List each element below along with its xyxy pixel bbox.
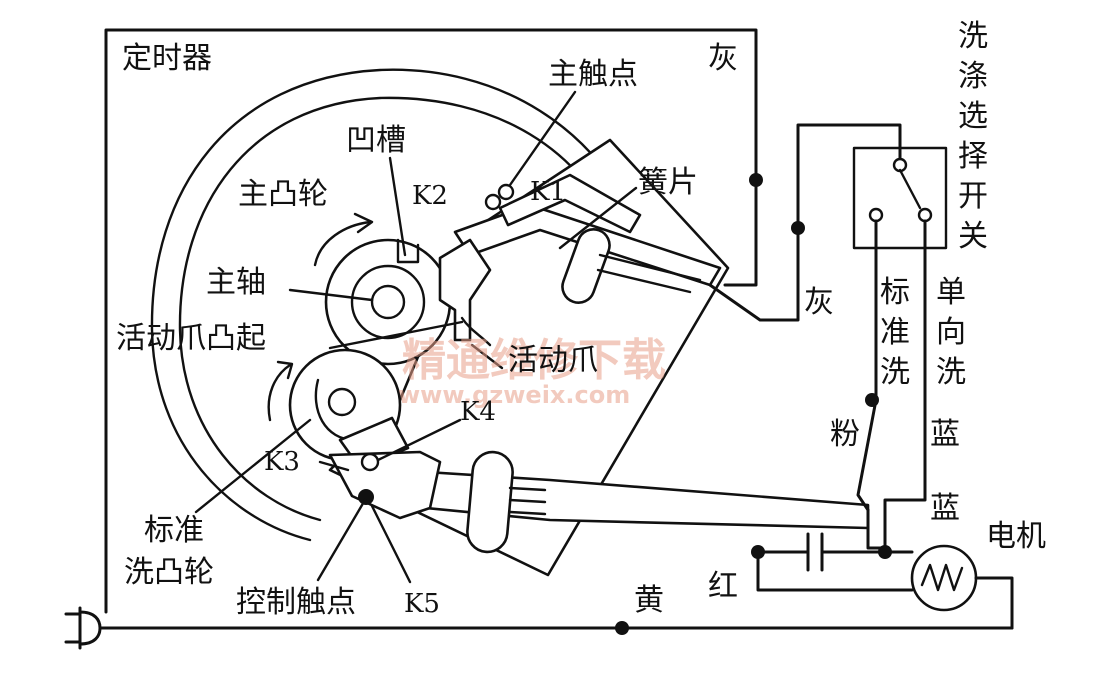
label-control-contact: 控制触点 <box>236 585 356 620</box>
wire-gray-top <box>723 178 758 287</box>
label-k3: K3 <box>264 447 300 477</box>
label-red: 红 <box>708 569 738 604</box>
leader-k3 <box>318 460 350 472</box>
std-wash-cam-center <box>327 387 357 417</box>
switch-oneway-terminal <box>917 207 933 223</box>
timer-housing <box>104 28 758 614</box>
one-way-wash-char: 单 <box>936 275 966 310</box>
leader-k4 <box>376 418 462 462</box>
wash-switch-char: 择 <box>958 139 988 174</box>
main-cam-groove <box>396 238 420 264</box>
claw-bump <box>460 316 492 347</box>
label-pink: 粉 <box>830 417 860 452</box>
wire-red <box>756 550 914 592</box>
label-std-cam-line2: 洗凸轮 <box>124 555 214 590</box>
label-std-cam-line1: 标准 <box>144 513 204 548</box>
main-cam-mid <box>350 264 426 340</box>
wash-switch-char: 洗 <box>958 19 988 54</box>
control-contact-block <box>328 450 442 520</box>
wash-switch-char: 关 <box>958 219 988 254</box>
label-reed: 簧片 <box>638 165 698 200</box>
k2-contact <box>484 193 502 211</box>
power-plug-icon <box>64 606 108 650</box>
label-k2: K2 <box>412 181 448 211</box>
leader-main-contact <box>508 90 577 187</box>
label-main-cam: 主凸轮 <box>238 177 328 212</box>
wire-motor-right <box>974 576 1014 630</box>
leader-movable-claw <box>470 343 504 370</box>
label-motor: 电机 <box>986 519 1046 554</box>
leader-main-shaft <box>288 288 374 302</box>
main-shaft <box>370 284 406 320</box>
timer-outer-ring <box>150 68 642 542</box>
leader-k5 <box>370 504 412 584</box>
reed-lines-upper <box>596 253 702 294</box>
label-timer: 定时器 <box>122 41 212 76</box>
main-contact-arm <box>498 173 642 234</box>
junction-pink <box>865 393 879 407</box>
label-k4: K4 <box>460 397 496 427</box>
leader-reed <box>558 186 638 250</box>
one-way-wash-char: 洗 <box>936 355 966 390</box>
label-gray-top: 灰 <box>708 41 738 76</box>
std-cam-rotation-arrow <box>267 363 292 422</box>
reed-lines-lower <box>508 486 547 516</box>
label-main-contact: 主触点 <box>548 57 638 92</box>
k4-contact <box>360 452 380 472</box>
std-cam-rotation-arrowhead <box>276 360 294 380</box>
movable-claw <box>438 238 492 342</box>
leader-claw-bump <box>328 320 464 350</box>
reed-clip-lower <box>466 450 514 554</box>
standard-wash-char: 标 <box>880 275 910 310</box>
watermark-url: www.gzweix.com <box>398 381 630 409</box>
label-k5: K5 <box>404 589 440 619</box>
label-blue-1: 蓝 <box>930 417 960 452</box>
label-standard-wash: 标 准 洗 <box>880 275 910 390</box>
leader-control-contact <box>316 498 367 582</box>
junction-gray-top <box>749 173 763 187</box>
label-claw-bump: 活动爪凸起 <box>116 321 266 356</box>
wash-switch-char: 涤 <box>958 59 988 94</box>
main-cam-rotation-arrowhead <box>353 212 374 234</box>
one-way-wash-char: 向 <box>936 315 966 350</box>
label-k1: K1 <box>530 177 566 207</box>
standard-wash-char: 洗 <box>880 355 910 390</box>
junction-gray-right <box>791 221 805 235</box>
wire-blue-return <box>866 508 887 550</box>
timer-inner-ring <box>178 96 620 522</box>
wash-select-switch-box <box>852 146 948 250</box>
label-gray-right: 灰 <box>804 285 834 320</box>
label-blue-2: 蓝 <box>930 491 960 526</box>
junction-yellow <box>615 621 629 635</box>
label-yellow: 黄 <box>634 583 664 618</box>
k1-contact <box>497 183 515 201</box>
wash-switch-char: 开 <box>958 179 988 214</box>
watermark-text: 精通维修下载 <box>402 335 666 386</box>
wash-switch-char: 选 <box>958 99 988 134</box>
label-main-shaft: 主轴 <box>206 265 266 300</box>
leader-std-cam <box>194 418 312 514</box>
standard-wash-char: 准 <box>880 315 910 350</box>
k5-contact <box>358 489 374 505</box>
switch-standard-terminal <box>868 207 884 223</box>
switch-blade <box>898 168 922 210</box>
wire-standard-wash <box>856 219 878 512</box>
main-cam-rotation-arrow <box>313 220 372 267</box>
wire-oneway-wash <box>883 219 927 550</box>
motor-winding <box>920 563 964 592</box>
motor <box>910 544 978 612</box>
label-one-way-wash: 单 向 洗 <box>936 275 966 390</box>
label-groove: 凹槽 <box>346 123 406 158</box>
label-movable-claw: 活动爪 <box>508 343 598 378</box>
label-wash-select-switch: 洗 涤 选 择 开 关 <box>958 19 988 254</box>
leader-groove <box>388 156 407 257</box>
